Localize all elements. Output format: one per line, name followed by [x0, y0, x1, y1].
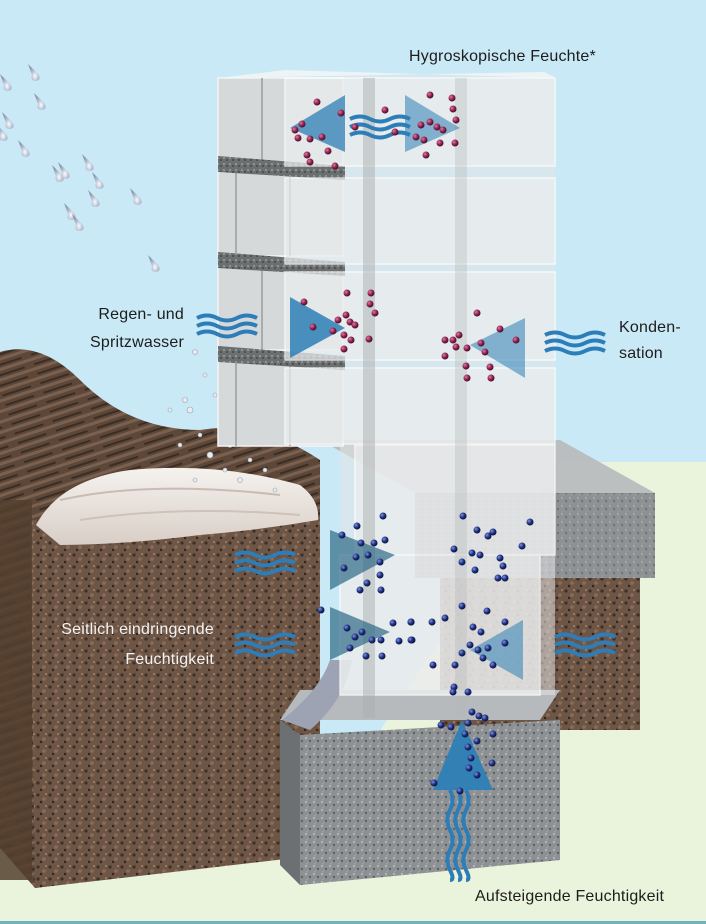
- foundation-curved-ledge: [282, 660, 352, 730]
- foundation-side: [280, 720, 300, 885]
- bottom-rule: [0, 921, 706, 924]
- label-condensation-line2: sation: [619, 345, 663, 362]
- label-lateral-line2: Feuchtigkeit: [125, 651, 214, 668]
- label-condensation: Konden- sation: [619, 317, 681, 365]
- moisture-particle-icon: [291, 91, 520, 382]
- foundation-front: [300, 720, 560, 885]
- label-hygroscopic-moisture: Hygroskopische Feuchte*: [409, 48, 596, 65]
- foundation-top: [280, 690, 560, 720]
- label-condensation-line1: Konden-: [619, 319, 681, 336]
- label-rising-moisture: Aufsteigende Feuchtigkeit: [475, 888, 665, 905]
- label-rain-line2: Spritzwasser: [90, 334, 184, 351]
- label-lateral-moisture: Seitlich eindringende Feuchtigkeit: [24, 619, 214, 671]
- soil-left-face: [0, 500, 32, 880]
- brick-wall: [217, 70, 556, 718]
- label-rain-line1: Regen- und: [98, 306, 184, 323]
- label-lateral-line1: Seitlich eindringende: [61, 621, 214, 638]
- water-wave-icon: [195, 114, 617, 882]
- soil-cross-section: [30, 520, 320, 888]
- water-particle-icon: [317, 512, 534, 795]
- splash-puddle: [36, 467, 319, 545]
- label-rain-splash-water: Regen- und Spritzwasser: [60, 304, 184, 354]
